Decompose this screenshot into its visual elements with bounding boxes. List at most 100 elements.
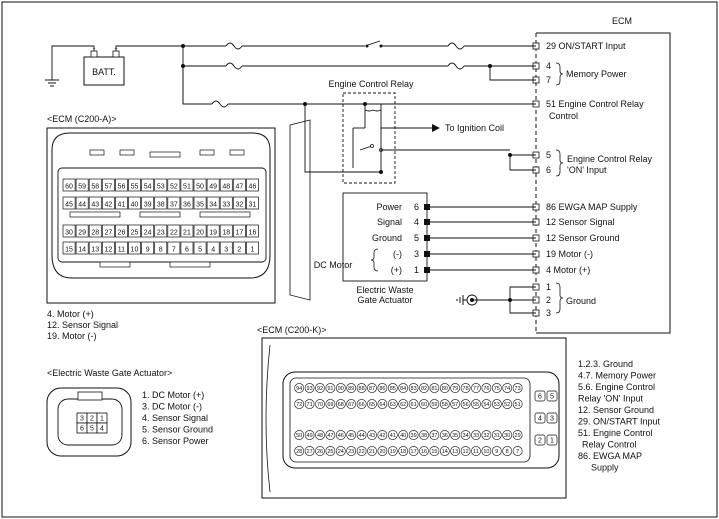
connector-a-pin: 43 — [91, 202, 99, 209]
connector-k-pin: 16 — [421, 449, 427, 455]
connector-a-pin: 47 — [235, 184, 243, 191]
connector-a-cell — [115, 224, 128, 238]
connector-a-slot — [149, 151, 181, 158]
connector-k-pin-socket — [460, 383, 471, 393]
connector-k-pin: 86 — [379, 386, 385, 392]
connector-k-pin: 80 — [442, 386, 448, 392]
connector-a-slot — [69, 211, 121, 218]
ecm-pin-number: 51 — [546, 99, 556, 109]
connector-a-pin: 41 — [118, 202, 126, 209]
ecm-pin-label: 4 Motor (+) — [546, 265, 590, 275]
connector-k-pin: 65 — [369, 402, 375, 408]
connector-k-pin: 18 — [400, 449, 406, 455]
connector-a-cell — [154, 196, 168, 210]
connector-a-cell — [180, 178, 194, 192]
connector-k-pin: 85 — [390, 386, 396, 392]
connector-k-pin-socket — [315, 446, 325, 456]
connector-k-pin-socket — [512, 446, 523, 456]
connector-a-title: <ECM (C200-A)> — [47, 114, 117, 124]
actuator-caption-2: Gate Actuator — [357, 295, 412, 305]
connector-a-cell — [219, 224, 233, 238]
connector-k-pin: 77 — [473, 386, 479, 392]
connector-k-pin: 83 — [411, 386, 417, 392]
relay-coil — [364, 104, 382, 112]
connector-a-cell — [154, 178, 168, 192]
connector-k-pin-socket — [356, 399, 367, 409]
connector-a-cell — [75, 224, 89, 238]
connector-k-pin: 14 — [442, 449, 448, 455]
connector-k-title: <ECM (C200-K)> — [257, 325, 327, 335]
connector-k-pin: 10 — [483, 449, 489, 455]
connector-a-slot — [229, 149, 245, 156]
connector-a-pin: 35 — [196, 202, 204, 209]
connector-a-cell — [206, 224, 220, 238]
connector-k-pin: 48 — [317, 433, 323, 439]
connector-k-pin: 36 — [442, 433, 448, 439]
battery-ground-wire — [51, 45, 95, 80]
battery-positive-wire — [115, 45, 183, 51]
connector-k-note: Supply — [591, 463, 619, 473]
connector-a-slot — [199, 149, 215, 156]
connector-a-pin: 39 — [144, 202, 152, 209]
connector-k-pin-socket — [294, 399, 305, 409]
connector-k-pin-socket — [335, 430, 346, 440]
ecm-pin-number: 29 — [546, 41, 556, 51]
connector-k-pin-socket — [419, 383, 429, 393]
connector-k-note: 4.7. Memory Power — [578, 371, 656, 381]
fuse-5 — [211, 100, 229, 108]
connector-a-cell — [232, 178, 246, 192]
connector-k-pin: 44 — [359, 433, 365, 439]
connector-a-cell — [193, 178, 207, 192]
ecm-pin-number: 19 — [546, 249, 556, 259]
actuator-pin-number: 4 — [414, 217, 419, 227]
connector-k-pin: 66 — [359, 402, 365, 408]
connector-a-pin: 15 — [65, 247, 73, 254]
connector-a-note: 4. Motor (+) — [47, 309, 94, 319]
connector-a-pin: 2 — [237, 247, 241, 254]
connector-k-pin-socket — [304, 430, 315, 440]
connector-a-pin: 58 — [91, 184, 99, 191]
connector-k-side-cell — [546, 434, 558, 446]
ecm-pin-label: 7 — [546, 75, 551, 85]
connector-k-pin-socket — [325, 383, 336, 393]
connector-a-cell — [246, 241, 259, 255]
connector-k-pin: 37 — [431, 433, 437, 439]
connector-k-pin-socket — [304, 446, 315, 456]
battery — [83, 56, 125, 86]
connector-a-cell — [167, 241, 181, 255]
ground-brace — [555, 282, 564, 314]
connector-k-pin-socket — [481, 446, 492, 456]
connector-a-pin: 42 — [104, 202, 112, 209]
connector-k-frame — [261, 337, 567, 499]
connector-k-pin: 32 — [483, 433, 489, 439]
connector-k-pin-socket — [512, 399, 523, 409]
connector-k-pin-socket — [429, 446, 440, 456]
ecm-pin-number: 5 — [546, 150, 551, 160]
connector-k-pin: 7 — [516, 449, 519, 455]
connector-a-cell — [101, 241, 115, 255]
connector-a-pin: 10 — [131, 247, 139, 254]
ecm-pin-number: 1 — [546, 282, 551, 292]
actuator-terminal — [424, 235, 430, 241]
connector-a-cell — [141, 178, 155, 192]
connector-k-pin-socket — [294, 383, 305, 393]
connector-k-note: Relay Control — [582, 440, 637, 450]
connector-k-pin: 15 — [431, 449, 437, 455]
ewga-notes: 1. DC Motor (+)3. DC Motor (-)4. Sensor … — [142, 390, 213, 446]
connector-k-note: 86. EWGA MAP — [578, 451, 642, 461]
ecm-pin-number: 12 — [546, 233, 556, 243]
connector-a-cell — [88, 178, 102, 192]
connector-k-pin: 81 — [431, 386, 437, 392]
ecm-pin-label: 5 — [546, 150, 551, 160]
connector-k-pin: 12 — [463, 449, 469, 455]
actuator-pin-label: Ground — [372, 233, 402, 243]
connector-k-pin: 56 — [463, 402, 469, 408]
fuse-1 — [225, 42, 243, 50]
